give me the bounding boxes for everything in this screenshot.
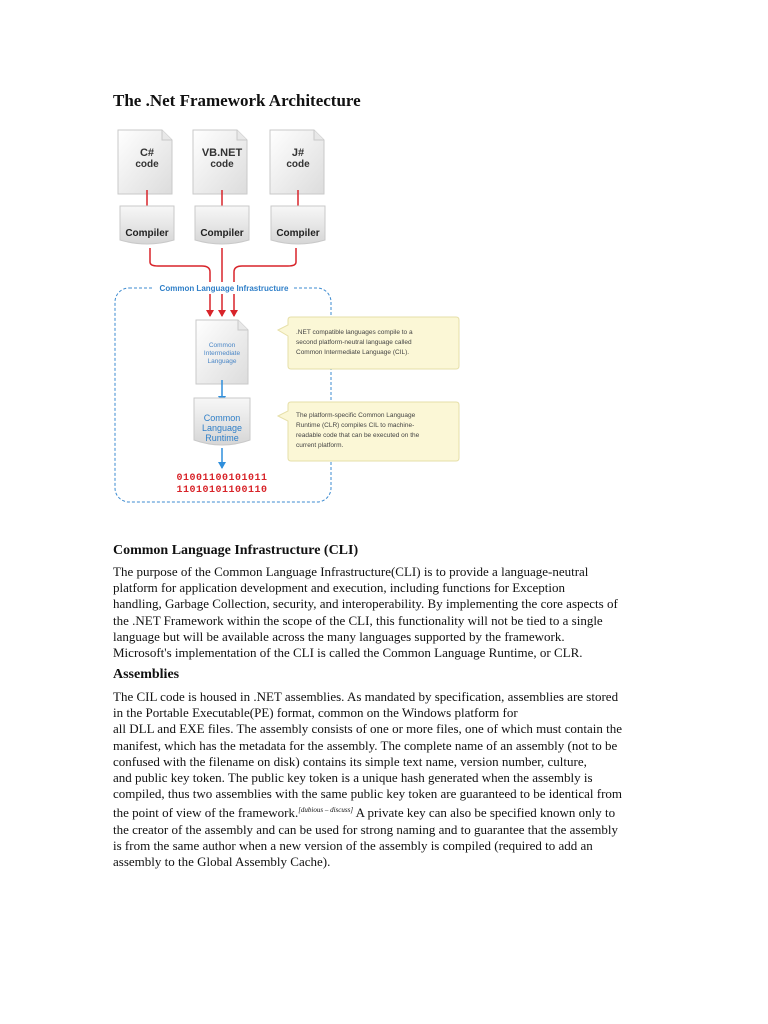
paragraph-line: and public key token. The public key tok… xyxy=(113,770,593,786)
source-label-line1: J# xyxy=(292,147,304,159)
paragraph-line: handling, Garbage Collection, security, … xyxy=(113,596,618,612)
paragraph-line: platform for application development and… xyxy=(113,580,565,596)
paragraph-line: Microsoft's implementation of the CLI is… xyxy=(113,645,583,661)
paragraph-line: all DLL and EXE files. The assembly cons… xyxy=(113,721,623,737)
source-doc-vbnet: VB.NET code xyxy=(192,129,248,195)
clr-label-line: Common xyxy=(204,413,241,423)
cli-paragraph: The purpose of the Common Language Infra… xyxy=(113,564,658,661)
binary-line: 11010101100110 xyxy=(176,485,267,496)
paragraph-line: the creator of the assembly and can be u… xyxy=(113,821,619,837)
compiler-label: Compiler xyxy=(276,228,319,239)
compiler-box: Compiler xyxy=(119,205,175,245)
paragraph-line: manifest, which has the metadata for the… xyxy=(113,737,618,753)
note-line: current platform. xyxy=(296,442,344,449)
paragraph-line: language but will be available across th… xyxy=(113,628,565,644)
note-line: second platform-neutral language called xyxy=(296,339,412,346)
cil-doc: Common Intermediate Language xyxy=(195,319,249,385)
paragraph-line: the .NET Framework within the scope of t… xyxy=(113,612,603,628)
paragraph-line: The purpose of the Common Language Infra… xyxy=(113,564,589,579)
note-clr: The platform-specific Common Language Ru… xyxy=(276,401,460,462)
clr-label-line: Language xyxy=(202,423,242,433)
source-label-line1: C# xyxy=(140,147,154,159)
paragraph-line: the point of view of the framework.[dubi… xyxy=(113,802,658,821)
note-line: The platform-specific Common Language xyxy=(296,412,416,419)
arrow-to-cil xyxy=(230,248,297,317)
paragraph-line: confused with the filename on disk) cont… xyxy=(113,753,587,769)
binary-line: 01001100101011 xyxy=(176,473,267,484)
page-title: The .Net Framework Architecture xyxy=(113,91,361,110)
cli-boundary xyxy=(114,287,332,503)
paragraph-line: The CIL code is housed in .NET assemblie… xyxy=(113,689,619,704)
dubious-discuss-link[interactable]: [dubious – discuss] xyxy=(298,806,354,815)
assemblies-paragraph: The CIL code is housed in .NET assemblie… xyxy=(113,689,658,870)
note-line: Runtime (CLR) compiles CIL to machine- xyxy=(296,422,414,429)
note-cil: .NET compatible languages compile to a s… xyxy=(276,316,460,370)
compiler-label: Compiler xyxy=(200,228,243,239)
compiler-box: Compiler xyxy=(194,205,250,245)
architecture-diagram: C# code VB.NET code J# code Compiler Com… xyxy=(114,129,460,503)
note-line: .NET compatible languages compile to a xyxy=(296,329,413,336)
compiler-box: Compiler xyxy=(270,205,326,245)
line-text: A private key can also be specified know… xyxy=(353,805,616,821)
clr-label-line: Runtime xyxy=(205,433,239,443)
section-heading-assemblies: Assemblies xyxy=(113,667,180,682)
section-heading-cli: Common Language Infrastructure (CLI) xyxy=(113,543,359,558)
paragraph-line: is from the same author when a new versi… xyxy=(113,837,593,853)
source-label-line2: code xyxy=(286,159,310,170)
cil-label-line: Intermediate xyxy=(204,350,241,357)
paragraph-line: in the Portable Executable(PE) format, c… xyxy=(113,705,518,721)
cil-label-line: Language xyxy=(208,358,237,365)
cli-label: Common Language Infrastructure xyxy=(160,284,289,293)
source-label-line2: code xyxy=(210,159,234,170)
note-line: readable code that can be executed on th… xyxy=(296,432,420,439)
cil-label-line: Common xyxy=(209,342,236,349)
clr-box: Common Language Runtime xyxy=(193,397,251,446)
note-line: Common Intermediate Language (CIL). xyxy=(296,349,409,356)
source-doc-csharp: C# code xyxy=(117,129,173,195)
source-label-line2: code xyxy=(135,159,159,170)
source-label-line1: VB.NET xyxy=(202,147,243,159)
source-doc-jsharp: J# code xyxy=(269,129,325,195)
arrow-to-cil xyxy=(149,248,214,317)
paragraph-line: assembly to the Global Assembly Cache). xyxy=(113,854,331,870)
line-text: the point of view of the framework. xyxy=(113,805,299,821)
compiler-label: Compiler xyxy=(125,228,168,239)
paragraph-line: compiled, thus two assemblies with the s… xyxy=(113,786,623,802)
